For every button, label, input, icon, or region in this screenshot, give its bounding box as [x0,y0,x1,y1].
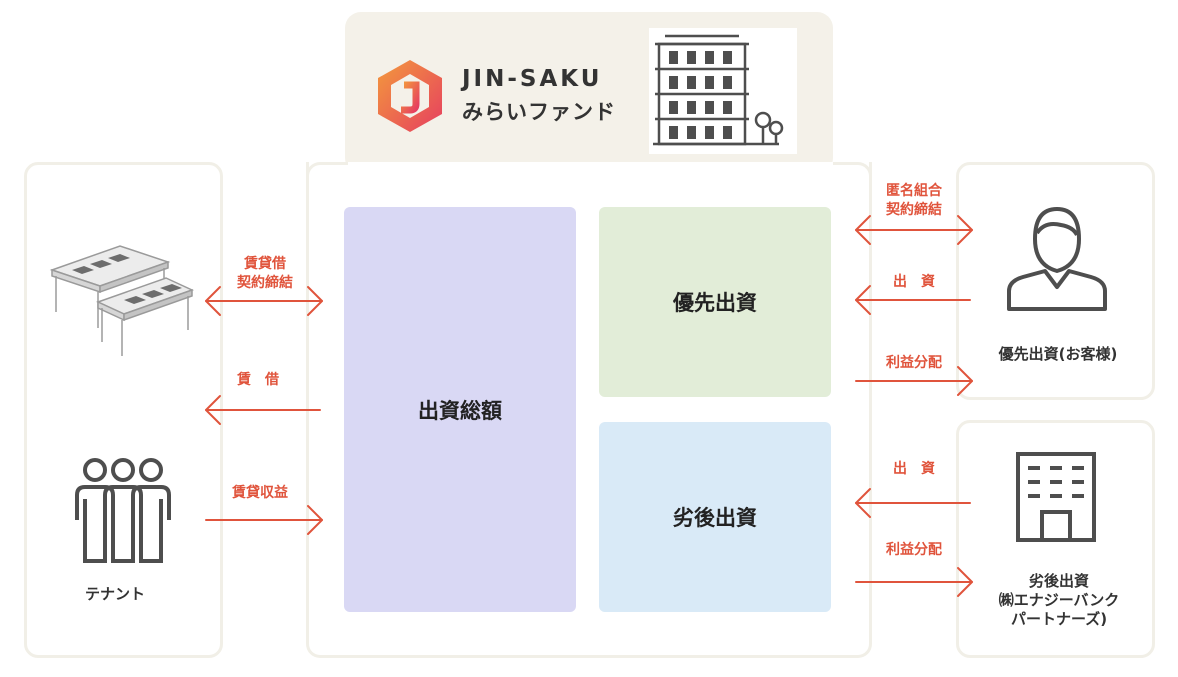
senior-investment-label: 優先出資 [673,291,757,315]
lease-contract-label-line1: 賃貸借 [244,256,286,272]
anonymous-partnership-double-arrow [855,215,973,245]
senior-investor-panel [956,162,1155,400]
total-investment-box: 出資総額 [344,207,576,612]
senior-profit-label: 利益分配 [886,355,942,371]
tenant-label: テナント [84,585,145,603]
fund-panel-top-left [306,162,348,179]
lease-contract-double-arrow [205,286,323,316]
junior-investor-label: 劣後出資 ㈱エナジーバンク パートナーズ) [964,572,1154,629]
lease-left-arrow [205,395,321,425]
fund-panel-top-right [833,162,872,179]
building-icon [649,28,797,154]
senior-investment-box: 優先出資 [599,207,831,397]
tenant-group-icon [75,458,171,563]
junior-investment-left-arrow [855,488,971,518]
lease-contract-label-line2: 契約締結 [237,275,293,291]
junior-investor-label-line3: パートナーズ) [1010,610,1108,628]
junior-investment-flow-label: 出 資 [893,461,935,477]
junior-investment-box: 劣後出資 [599,422,831,612]
junior-profit-right-arrow [855,567,973,597]
senior-investment-flow-label: 出 資 [893,274,935,290]
anonymous-partnership-label: 匿名組合 契約締結 [864,182,964,220]
senior-profit-right-arrow [855,366,973,396]
lease-contract-label: 賃貸借 契約締結 [215,255,315,293]
anonymous-partnership-label-line1: 匿名組合 [886,183,942,199]
senior-investor-label: 優先出資(お客様) [998,345,1118,363]
rental-income-right-arrow [205,505,323,535]
brand-subtitle: みらいファンド [462,100,616,124]
lease-label: 賃 借 [237,372,279,388]
junior-investor-label-line1: 劣後出資 [1028,572,1089,590]
tenant-panel [24,162,223,658]
senior-investment-left-arrow [855,285,971,315]
junior-profit-label: 利益分配 [886,542,942,558]
rental-income-label: 賃貸収益 [232,485,288,501]
solar-carport-icon [49,245,194,356]
brand-name: JIN-SAKU [462,66,603,92]
customer-person-icon [1007,207,1107,311]
office-building-icon [1016,452,1096,542]
junior-investor-label-line2: ㈱エナジーバンク [998,591,1120,609]
junior-investment-label: 劣後出資 [673,506,757,530]
anonymous-partnership-label-line2: 契約締結 [886,202,942,218]
total-investment-label: 出資総額 [418,398,502,423]
fund-logo-icon [378,60,442,132]
